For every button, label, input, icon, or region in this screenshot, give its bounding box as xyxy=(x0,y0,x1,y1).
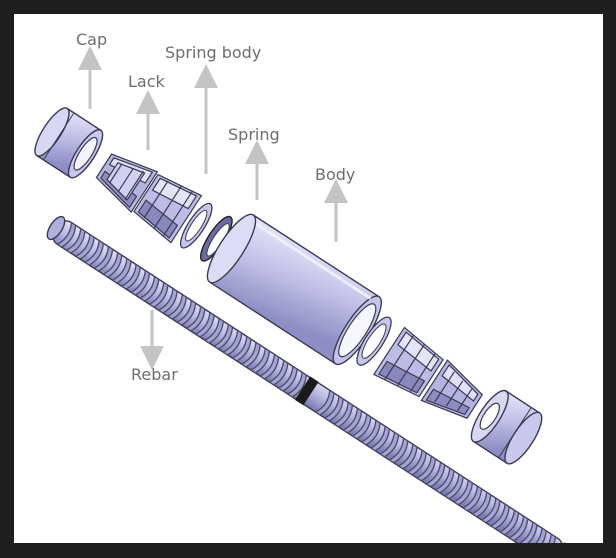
rebar-rib xyxy=(397,443,418,470)
rebar-rib xyxy=(231,335,252,362)
rebar-rib xyxy=(360,419,381,446)
rebar-rib xyxy=(222,329,243,356)
spring-ring-left xyxy=(179,202,213,249)
rebar-rib xyxy=(323,395,344,422)
rebar-rib xyxy=(157,287,178,314)
diagram-canvas: Cap Lack Spring body Spring Body Rebar xyxy=(14,14,603,543)
rebar-rib xyxy=(65,227,86,254)
rebar-rib xyxy=(425,461,446,488)
rebar-rib xyxy=(258,353,280,380)
rebar-rib xyxy=(83,239,105,266)
lack-left xyxy=(95,153,159,213)
rebar-rib xyxy=(388,437,409,464)
cap-right xyxy=(470,389,543,465)
rebar-rib xyxy=(498,508,520,536)
rebar-rib xyxy=(415,455,437,482)
rebar-rib xyxy=(351,413,372,440)
rebar-rib xyxy=(378,431,400,458)
rebar-rib xyxy=(120,263,141,290)
rebar-rib xyxy=(535,532,557,543)
rebar-rib xyxy=(508,514,529,542)
spring-ring-right xyxy=(356,316,392,366)
rebar-rib xyxy=(129,269,151,296)
rebar-rib xyxy=(249,347,271,374)
exploded-assembly-drawing xyxy=(34,46,569,543)
rebar-rib xyxy=(461,485,483,512)
label-spring: Spring xyxy=(228,125,280,144)
rebar-rib xyxy=(185,305,206,332)
rebar-rib xyxy=(286,371,307,398)
rebar-rib xyxy=(92,245,114,272)
rebar-rib xyxy=(148,281,169,308)
rebar-rib xyxy=(443,473,464,500)
rebar-rib xyxy=(240,341,261,368)
rebar-rib xyxy=(139,275,160,302)
rebar-rib xyxy=(277,365,298,392)
label-body: Body xyxy=(315,165,356,184)
rebar-rib xyxy=(332,401,354,428)
leader-arrows xyxy=(78,46,348,370)
rebar-center-mark xyxy=(294,376,319,406)
label-lack: Lack xyxy=(128,72,165,91)
rebar-rib xyxy=(166,293,188,320)
rebar-rib xyxy=(406,449,427,476)
rebar-rib xyxy=(434,467,455,494)
rebar-rib xyxy=(268,359,289,386)
rebar-rib xyxy=(111,257,132,284)
rebar-rib xyxy=(517,520,538,543)
rebar-rib xyxy=(526,526,547,543)
rebar-rib xyxy=(342,407,363,434)
rebar-rib xyxy=(369,425,391,452)
label-rebar: Rebar xyxy=(131,365,178,384)
rebar-rib xyxy=(74,233,95,260)
rebar-rib xyxy=(452,479,474,506)
rebar-rib xyxy=(489,502,510,530)
rebar-rib xyxy=(471,491,492,518)
rebar-rib xyxy=(203,317,224,344)
rebar-rib xyxy=(480,496,501,524)
rebar-rib xyxy=(194,311,215,338)
rebar-end-far xyxy=(46,215,66,241)
lack-right xyxy=(420,359,484,419)
rebar-rib xyxy=(175,299,197,326)
rebar-rib xyxy=(102,251,123,278)
rebar xyxy=(46,215,569,543)
rebar-rib xyxy=(56,221,77,248)
rebar-rib xyxy=(212,323,234,350)
spring-body-left xyxy=(133,173,203,244)
coupler-assembly xyxy=(34,107,543,465)
body-cylinder xyxy=(206,213,382,366)
rebar-rib xyxy=(314,389,335,416)
spring-body-right xyxy=(373,326,444,398)
label-spring-body: Spring body xyxy=(165,43,262,62)
cap-left xyxy=(34,107,104,179)
label-cap: Cap xyxy=(76,30,108,49)
rebar-ribs xyxy=(56,221,557,543)
